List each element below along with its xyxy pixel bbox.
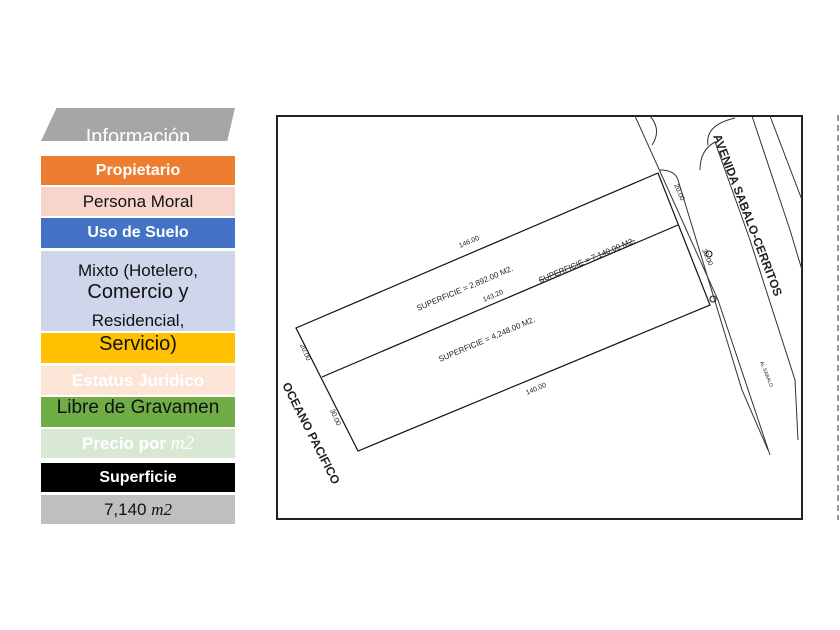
survey-marker (709, 295, 717, 303)
land-use-line: Mixto (Hotelero, (78, 261, 198, 280)
area-value: 7,140 m2 (41, 495, 235, 524)
area-label-text: Superficie (99, 468, 177, 486)
land-use-value-cont: Servicio) (41, 333, 235, 363)
legal-status-label: Estatus Jurídico (41, 366, 235, 395)
legal-status-value-text: Libre de Gravamen (56, 397, 220, 418)
land-use-line: Residencial, (91, 311, 185, 330)
price-label: Precio por m2 (41, 429, 235, 458)
plan-frame (276, 115, 803, 520)
area-value-text: 7,140 (103, 499, 147, 519)
land-use-line: Comercio y (87, 281, 189, 303)
price-unit: m2 (170, 432, 195, 454)
lot-outline (295, 172, 711, 452)
land-use-label: Uso de Suelo (41, 218, 235, 248)
info-header: Información (41, 108, 235, 141)
owner-value: Persona Moral (41, 187, 235, 216)
land-use-line: Servicio) (99, 333, 177, 355)
owner-value-text: Persona Moral (82, 191, 194, 211)
legal-status-label-text: Estatus Jurídico (71, 370, 205, 390)
owner-label-text: Propietario (95, 161, 181, 179)
road-lines (634, 115, 803, 456)
legal-status-value: Libre de Gravamen (41, 397, 235, 427)
owner-label: Propietario (41, 156, 235, 185)
land-use-value: Mixto (Hotelero, Comercio y Residencial, (41, 251, 235, 331)
land-use-label-text: Uso de Suelo (87, 224, 189, 241)
price-label-text: Precio por (81, 433, 167, 453)
info-header-text: Información (85, 126, 191, 141)
area-unit: m2 (151, 499, 173, 519)
edge-line (837, 115, 839, 520)
survey-marker (705, 250, 713, 258)
area-label: Superficie (41, 463, 235, 492)
